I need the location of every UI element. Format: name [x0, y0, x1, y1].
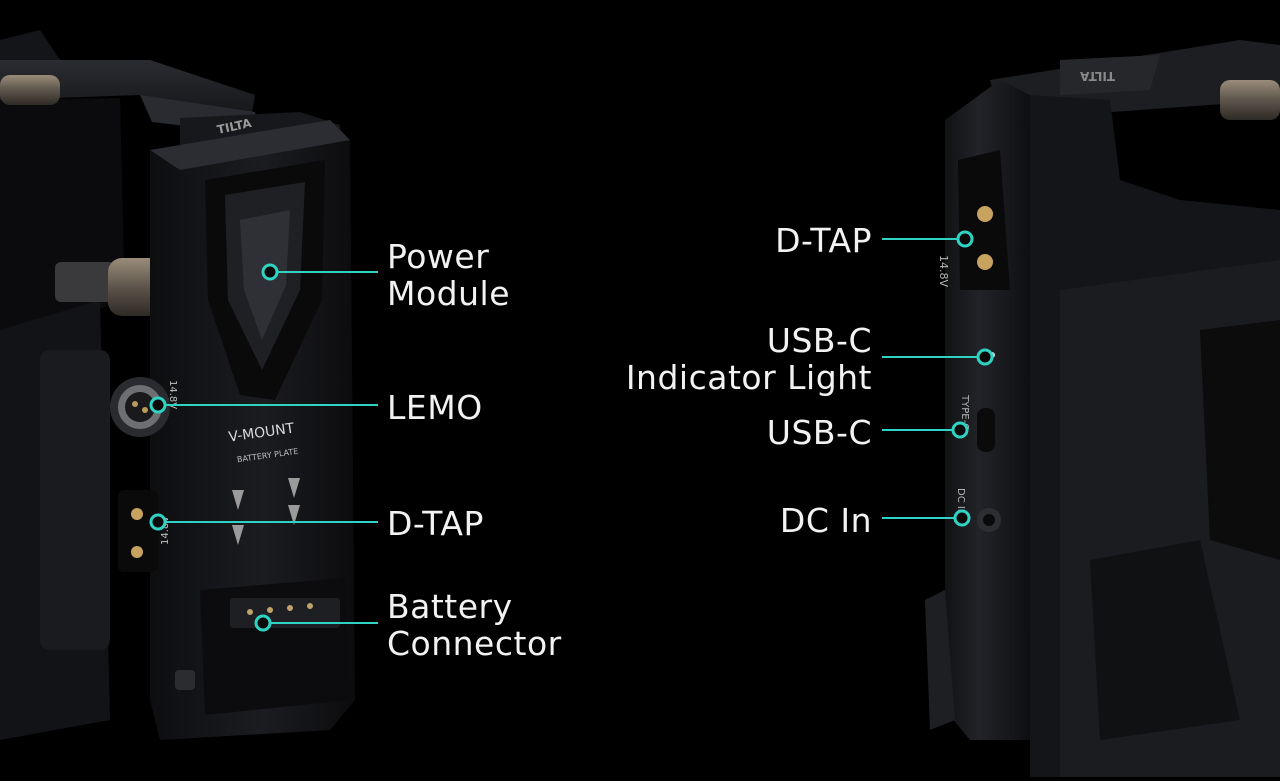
callout-text: Connector — [387, 624, 562, 663]
callout-dot-d-tap-left — [149, 513, 167, 531]
callout-text: LEMO — [387, 388, 483, 427]
port-mark: TYPE-C — [959, 394, 970, 430]
callout-battery-connector: Battery Connector — [387, 588, 562, 662]
voltage-mark: 14.8V — [167, 380, 178, 409]
callout-d-tap-right: D-TAP — [775, 222, 872, 259]
brand-logo: TILTA — [1079, 69, 1115, 83]
callout-text: USB-C — [766, 413, 872, 452]
callout-text: D-TAP — [775, 221, 872, 260]
callout-dot-battery-connector — [254, 614, 272, 632]
callout-dot-lemo — [149, 396, 167, 414]
callout-dot-d-tap-right — [956, 230, 974, 248]
callout-text: Module — [387, 274, 510, 313]
left-device: V-MOUNT BATTERY PLATE TILTA 14.8V 14.8V — [0, 30, 355, 740]
chevron-marks — [232, 478, 300, 545]
callout-dot-power-module — [261, 263, 279, 281]
port-mark: DC IN — [955, 488, 966, 516]
callout-usb-c-indicator-light: USB-C Indicator Light — [626, 322, 872, 396]
callout-d-tap-left: D-TAP — [387, 505, 484, 542]
voltage-mark: 14.8V — [937, 255, 950, 287]
callout-text: Battery — [387, 587, 513, 626]
callout-dot-usb-c-indicator-light — [976, 348, 994, 366]
callout-dot-usb-c — [951, 421, 969, 439]
voltage-mark: 14.8V — [160, 516, 171, 545]
right-device: TILTA 14.8V TYPE-C DC IN — [925, 40, 1280, 777]
callout-dot-dc-in — [953, 509, 971, 527]
callout-power-module: Power Module — [387, 238, 510, 312]
callout-text: DC In — [779, 501, 872, 540]
callout-text: Indicator Light — [625, 358, 872, 397]
callout-leaders — [149, 230, 994, 632]
callout-lemo: LEMO — [387, 389, 483, 426]
callout-text: Power — [387, 237, 490, 276]
callout-usb-c: USB-C — [767, 414, 872, 451]
callout-text: D-TAP — [387, 504, 484, 543]
callout-dc-in: DC In — [780, 502, 872, 539]
callout-text: USB-C — [766, 321, 872, 360]
